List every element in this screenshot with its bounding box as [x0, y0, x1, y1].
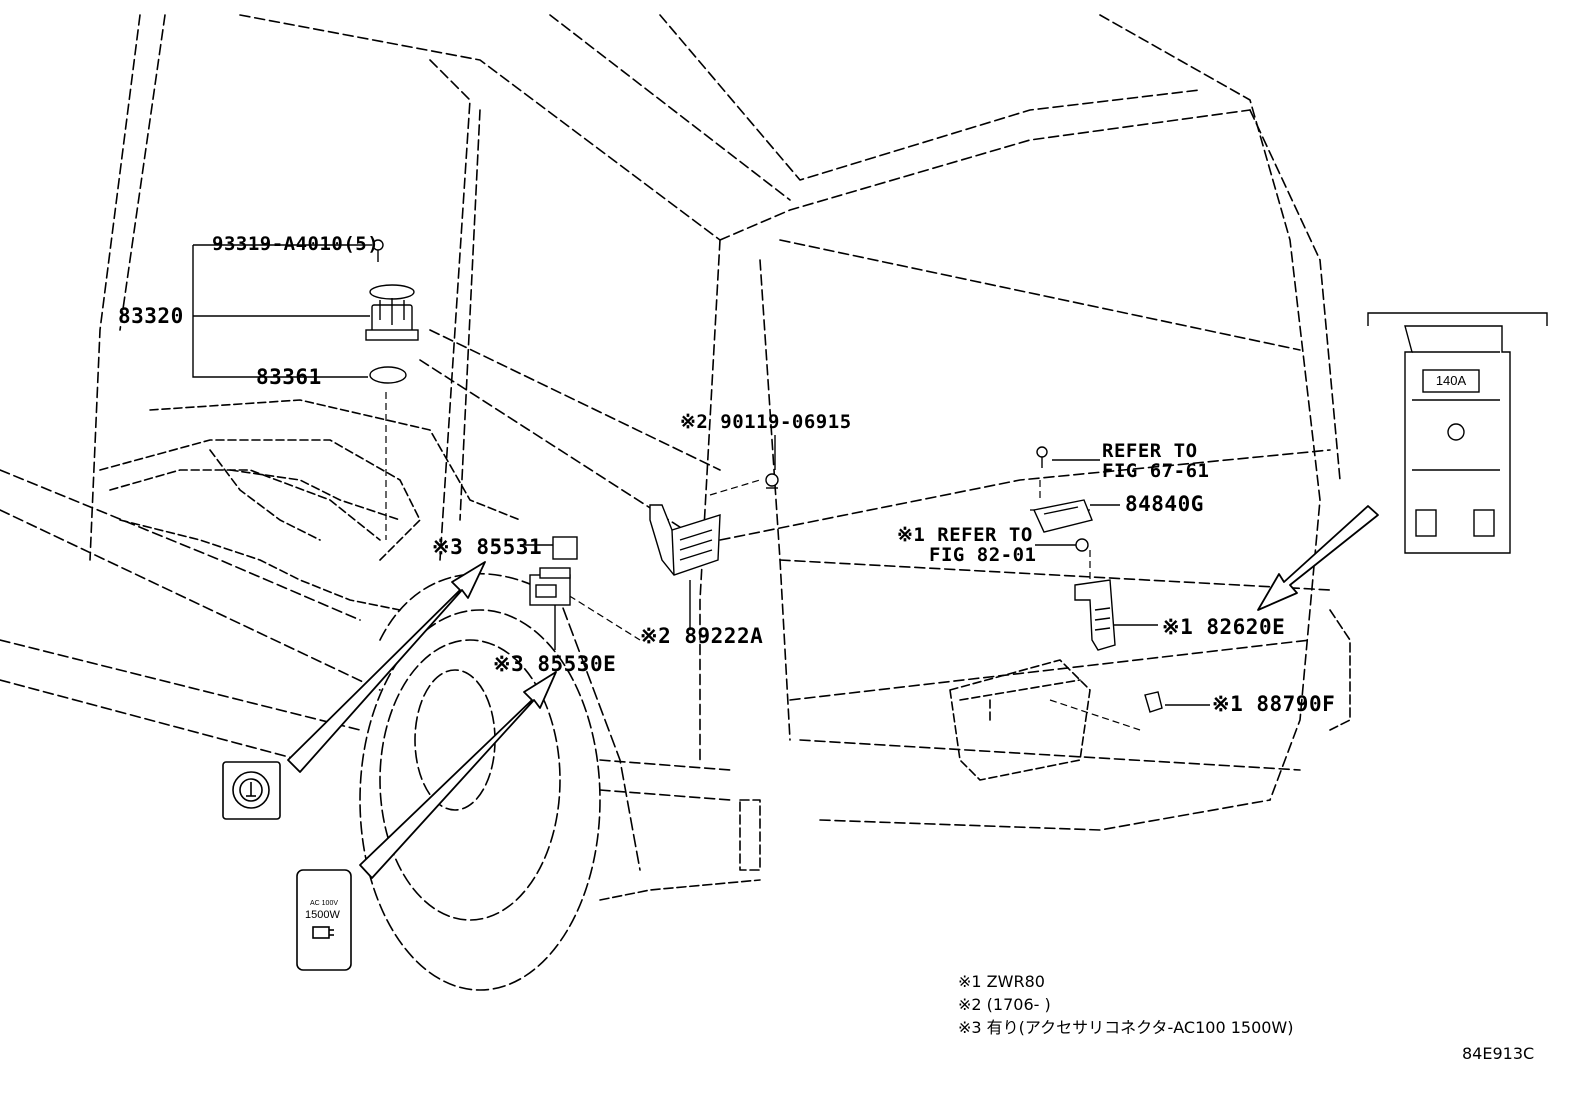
- bolt-90119: [765, 473, 779, 489]
- wheel: [359, 573, 641, 991]
- switch-84840g: [1032, 499, 1093, 533]
- callout-83320[interactable]: 83320: [118, 304, 184, 328]
- diagram-code: 84E913C: [1462, 1044, 1535, 1063]
- callout-85530e[interactable]: ※3 85530E: [493, 652, 617, 676]
- refer-67-61-line1: REFER TO: [1102, 440, 1198, 462]
- components: [365, 239, 1163, 713]
- nut-ref-8201: [1075, 538, 1089, 552]
- refer-82-01-line1: ※1 REFER TO: [897, 524, 1033, 546]
- connector-icon-box: [222, 761, 281, 820]
- connector-85531: [552, 536, 578, 560]
- callout-90119[interactable]: ※2 90119-06915: [680, 411, 852, 433]
- sender-83320: [365, 284, 419, 341]
- refer-82-01-line2[interactable]: FIG 82-01: [929, 544, 1037, 566]
- bolt-ref-6761: [1036, 446, 1048, 468]
- tail-lamp: [599, 609, 1351, 901]
- fuse-detail: [1367, 312, 1548, 554]
- outlet-icon-box: [296, 869, 352, 971]
- relay-82620e: [1074, 579, 1116, 651]
- callout-83361[interactable]: 83361: [256, 365, 322, 389]
- arrow-to-fuse: [1257, 505, 1379, 611]
- callout-93319[interactable]: 93319-A4010(5): [212, 233, 380, 255]
- callout-88790f[interactable]: ※1 88790F: [1212, 692, 1336, 716]
- callout-arrows: [287, 505, 1379, 879]
- floor-outline: [99, 399, 521, 611]
- arrow-to-outlet: [359, 671, 557, 879]
- footnote-1: ※1 ZWR80: [958, 972, 1045, 991]
- arrow-to-connector: [287, 561, 486, 773]
- fuse-rating-label: 140A: [1435, 373, 1467, 388]
- callout-82620e[interactable]: ※1 82620E: [1162, 615, 1286, 639]
- callout-85531[interactable]: ※3 85531: [432, 535, 543, 559]
- outlet-wattage-label: 1500W: [305, 909, 340, 921]
- body-outline: [0, 14, 1341, 831]
- clip-88790f: [1144, 691, 1163, 713]
- footnote-3: ※3 有り(アクセサリコネクタ-AC100 1500W): [958, 1018, 1294, 1037]
- outlet-85530e: [529, 567, 571, 606]
- battery: [949, 659, 1091, 781]
- callout-84840g[interactable]: 84840G: [1125, 492, 1204, 516]
- ecu-89222a: [649, 504, 721, 576]
- footnote-2: ※2 (1706- ): [958, 995, 1051, 1014]
- leader-lines: [192, 244, 1210, 706]
- callout-89222a[interactable]: ※2 89222A: [640, 624, 764, 648]
- outlet-voltage-label: AC 100V: [310, 900, 339, 907]
- refer-67-61-line2[interactable]: FIG 67-61: [1102, 460, 1210, 482]
- gasket-83361: [369, 366, 407, 384]
- bolt-93319: [372, 239, 384, 262]
